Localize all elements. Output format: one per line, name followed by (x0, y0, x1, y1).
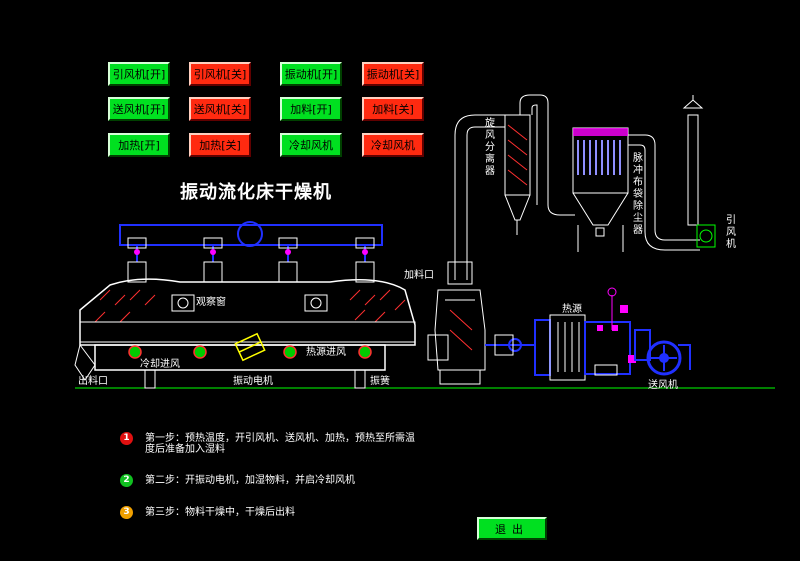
vibration-motor-label: 振动电机 (233, 376, 273, 387)
cooling-air-inlet-label: 冷却进风 (140, 359, 180, 370)
step-number-badge: 2 (120, 474, 133, 487)
heat-source-label: 热源 (562, 304, 582, 315)
induced-fan-on-button[interactable]: 引风机[开] (108, 62, 170, 86)
observation-window-label: 观察窗 (196, 297, 226, 308)
vibration-motor-off-button[interactable]: 振动机[关] (362, 62, 424, 86)
supply-fan-off-button[interactable]: 送风机[关] (189, 97, 251, 121)
discharge-outlet-label: 出料口 (78, 376, 108, 387)
heating-on-button[interactable]: 加热[开] (108, 133, 170, 157)
induced-fan-off-button[interactable]: 引风机[关] (189, 62, 251, 86)
induced-fan-label: 引风机 (726, 215, 736, 250)
pulse-bag-filter-label: 脉冲布袋除尘器 (633, 153, 643, 236)
supply-fan-on-button[interactable]: 送风机[开] (108, 97, 170, 121)
feed-off-button[interactable]: 加料[关] (362, 97, 424, 121)
step-text: 第三步：物料干燥中，干燥后出料 (145, 507, 295, 518)
spring-label: 振簧 (370, 376, 390, 387)
feed-inlet-label: 加料口 (404, 270, 434, 281)
cyclone-separator-label: 旋风分离器 (485, 118, 495, 177)
page-title: 振动流化床干燥机 (180, 182, 332, 203)
hot-air-inlet-label: 热源进风 (306, 347, 346, 358)
step-number-badge: 1 (120, 432, 133, 445)
feed-on-button[interactable]: 加料[开] (280, 97, 342, 121)
step-number-badge: 3 (120, 506, 133, 519)
supply-fan-label: 送风机 (648, 380, 678, 391)
step-text: 第一步：预热温度，开引风机、送风机、加热，预热至所需温度后准备加入湿料 (145, 433, 415, 455)
heating-off-button[interactable]: 加热[关] (189, 133, 251, 157)
exit-button[interactable]: 退出 (477, 517, 547, 540)
cooling-fan-off-button[interactable]: 冷却风机[关] (362, 133, 424, 174)
vibration-motor-on-button[interactable]: 振动机[开] (280, 62, 342, 86)
step-text: 第二步：开振动电机，加湿物料，并启冷却风机 (145, 475, 355, 486)
cooling-fan-on-button[interactable]: 冷却风机[开] (280, 133, 342, 174)
